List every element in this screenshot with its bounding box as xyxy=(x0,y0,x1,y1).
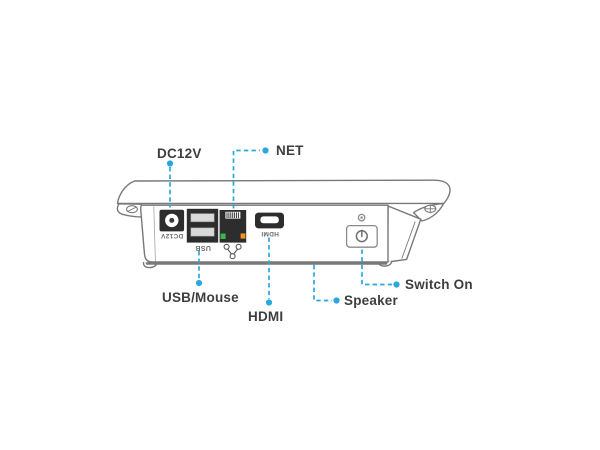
power-button xyxy=(345,224,378,248)
activity-led-orange xyxy=(240,233,246,239)
link-led-green xyxy=(220,233,226,239)
pin-hole xyxy=(357,213,366,222)
ethernet-port xyxy=(219,210,247,243)
callout-dot-speaker xyxy=(333,297,340,304)
callout-line-switch xyxy=(361,249,392,286)
callout-dot-switch xyxy=(393,281,400,288)
mount-ear-left xyxy=(116,203,144,218)
silkscreen-hdmi: HDMI xyxy=(260,230,279,237)
callout-dot-hdmi xyxy=(265,299,273,306)
callout-dot-usb xyxy=(195,279,203,287)
callout-label-dc12v: DC12V xyxy=(157,146,202,161)
callout-line-speaker xyxy=(313,264,332,302)
dc-power-jack xyxy=(159,209,185,232)
hdmi-port xyxy=(255,212,284,229)
silkscreen-dc12v: DC12V xyxy=(160,232,184,239)
mount-ear-right xyxy=(412,202,445,222)
callout-dot-dc12v xyxy=(166,160,174,167)
callout-label-net: NET xyxy=(276,143,304,158)
silkscreen-usb: USB xyxy=(194,244,211,251)
device-back-shell xyxy=(116,179,451,205)
screw-slot-icon xyxy=(126,205,138,214)
callout-label-speaker: Speaker xyxy=(344,293,398,308)
callout-dot-net xyxy=(262,147,269,154)
usb-ports xyxy=(186,208,219,243)
callout-line-net xyxy=(232,149,260,209)
callout-label-hdmi: HDMI xyxy=(248,309,284,324)
screw-cross-icon xyxy=(424,204,437,213)
lan-nodes-icon xyxy=(223,243,242,260)
power-icon xyxy=(355,229,368,243)
callout-label-usb: USB/Mouse xyxy=(162,290,239,305)
callout-label-switch: Switch On xyxy=(405,277,473,292)
